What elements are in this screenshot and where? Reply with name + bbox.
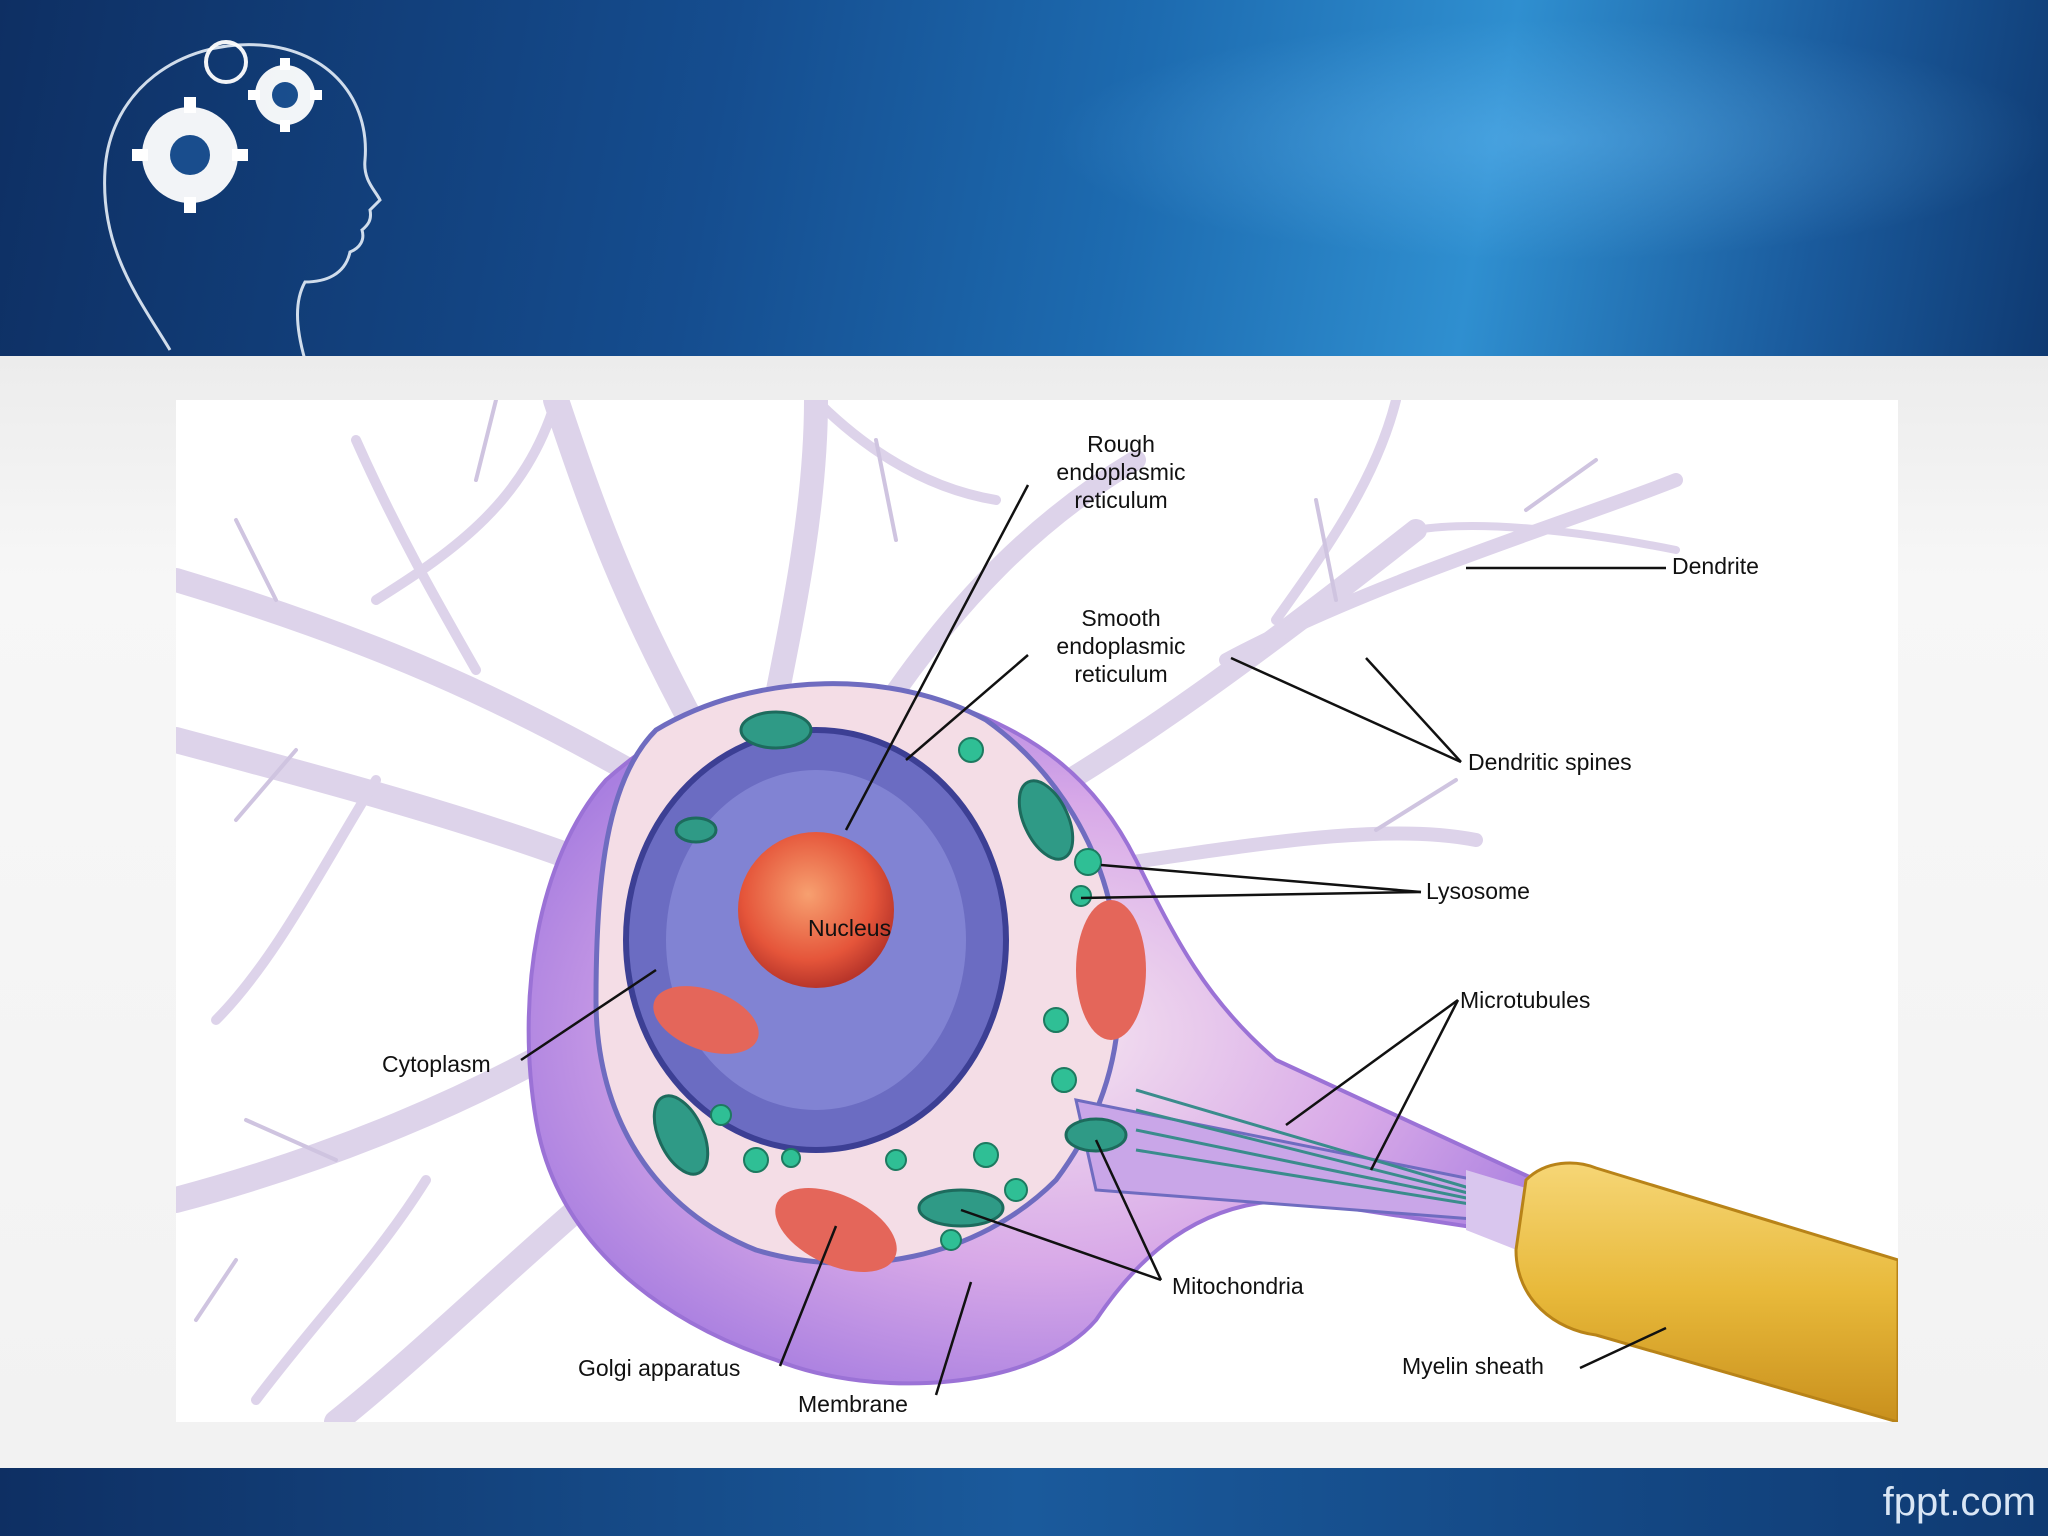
label-lysosome: Lysosome: [1426, 878, 1530, 904]
golgi-apparatus: [653, 986, 759, 1054]
footer-band: [0, 1468, 2048, 1536]
label-dendrite: Dendrite: [1672, 553, 1759, 579]
head-gears-logo-icon: [103, 40, 382, 360]
mitochondria-shapes: [652, 710, 1128, 1228]
microtubule-strands: [1135, 1088, 1477, 1207]
label-rough-er: Rough endoplasmic reticulum: [1056, 431, 1186, 513]
footer-brand-text: fppt.com: [1882, 1480, 2036, 1524]
label-myelin-sheath: Myelin sheath: [1402, 1353, 1544, 1379]
myelin-sheath: [1514, 1161, 1898, 1422]
label-nucleus: Nucleus: [808, 915, 892, 941]
label-cytoplasm: Cytoplasm: [382, 1051, 491, 1077]
label-dendritic-spines: Dendritic spines: [1468, 749, 1632, 775]
dendrite-fine-branches: [194, 400, 1598, 1322]
gear-icon: [142, 40, 315, 203]
lysosomes: [710, 737, 1102, 1251]
label-microtubules: Microtubules: [1460, 987, 1591, 1013]
label-smooth-er: Smooth endoplasmic reticulum: [1056, 605, 1186, 687]
header-band: [0, 0, 2048, 356]
label-membrane: Membrane: [798, 1391, 908, 1417]
nucleus: [738, 832, 894, 988]
leader-lines: [520, 484, 1667, 1396]
label-mitochondria: Mitochondria: [1172, 1273, 1304, 1299]
neuron-illustration: [176, 400, 1898, 1422]
neuron-diagram: Rough endoplasmic reticulum Smooth endop…: [176, 400, 1898, 1422]
label-golgi-apparatus: Golgi apparatus: [578, 1355, 741, 1381]
